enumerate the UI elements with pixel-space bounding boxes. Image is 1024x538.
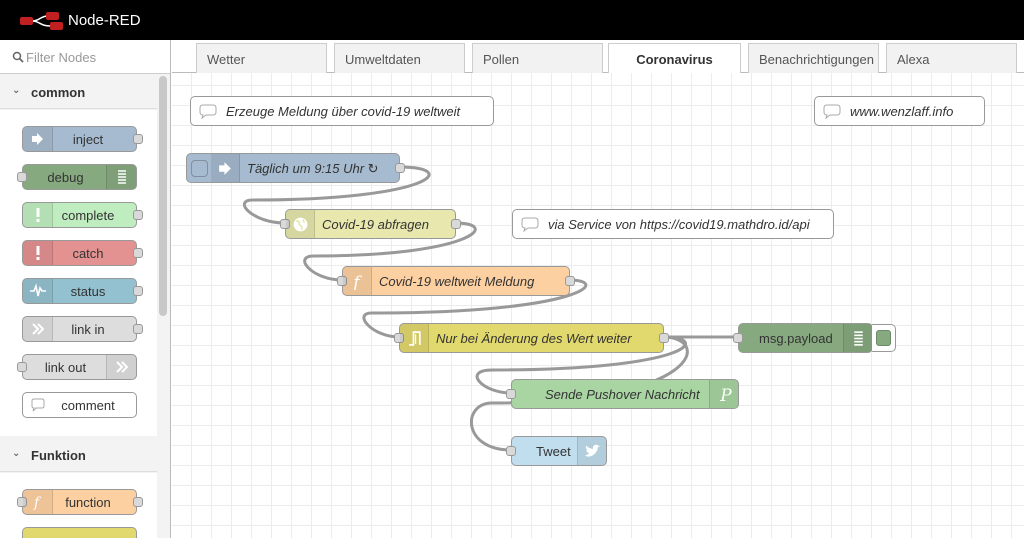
workspace-tabs: Wetter Umweltdaten Pollen Coronavirus Be… (172, 40, 1024, 74)
category-header-common[interactable]: ⌄ common (0, 75, 157, 109)
search-icon (12, 51, 24, 63)
svg-text:f: f (351, 273, 362, 290)
filter-nodes-input[interactable] (26, 47, 166, 67)
output-port[interactable] (133, 210, 143, 220)
flow-node-http-request[interactable]: Covid-19 abfragen (280, 209, 461, 239)
flow-workspace[interactable]: Erzeuge Meldung über covid-19 weltweit w… (172, 73, 1024, 538)
pushover-icon: P (709, 380, 738, 408)
palette-node-link-out[interactable]: link out (17, 354, 137, 380)
svg-text:f: f (33, 495, 42, 510)
palette-node-comment[interactable]: comment (22, 392, 137, 418)
palette-node-debug[interactable]: debug (17, 164, 137, 190)
debug-icon (843, 324, 872, 352)
palette-scrollbar[interactable] (159, 76, 167, 316)
globe-icon (286, 210, 315, 238)
tab-pollen[interactable]: Pollen (472, 43, 603, 73)
flow-node-debug[interactable]: msg.payload (733, 323, 873, 353)
tab-coronavirus[interactable]: Coronavirus (608, 43, 741, 74)
twitter-icon (577, 437, 606, 465)
inject-icon (211, 154, 240, 182)
input-port[interactable] (733, 333, 743, 343)
inject-icon (23, 127, 53, 151)
flow-wires (242, 165, 738, 452)
output-port[interactable] (451, 219, 461, 229)
palette-node-complete[interactable]: complete (22, 202, 143, 228)
input-port[interactable] (506, 389, 516, 399)
comment-icon (199, 104, 217, 119)
debug-icon (106, 165, 136, 189)
wire (475, 335, 688, 395)
comment-icon (823, 104, 841, 119)
header-bar: Node-RED (0, 0, 1024, 40)
svg-text:P: P (719, 386, 732, 403)
input-port[interactable] (337, 276, 347, 286)
debug-toggle-indicator (876, 330, 891, 346)
status-icon (23, 279, 53, 303)
output-port[interactable] (133, 324, 143, 334)
node-palette: ⌄ common inject debug complete (0, 40, 171, 538)
category-header-funktion[interactable]: ⌄ Funktion (0, 438, 157, 472)
app-title: Node-RED (68, 12, 141, 29)
comment-node[interactable]: Erzeuge Meldung über covid-19 weltweit (190, 96, 494, 126)
output-port[interactable] (133, 134, 143, 144)
palette-node-function[interactable]: f function (17, 489, 143, 515)
comment-node[interactable]: via Service von https://covid19.mathdro.… (512, 209, 834, 239)
tab-alexa[interactable]: Alexa (886, 43, 1017, 73)
chevron-down-icon: ⌄ (12, 448, 21, 459)
alert-icon (23, 241, 53, 265)
tab-benachrichtigungen[interactable]: Benachrichtigungen (748, 43, 879, 73)
alert-icon (23, 203, 53, 227)
input-port[interactable] (17, 497, 27, 507)
palette-node-catch[interactable]: catch (22, 240, 143, 266)
output-port[interactable] (565, 276, 575, 286)
link-in-icon (23, 317, 53, 341)
wire (303, 221, 477, 282)
chevron-down-icon: ⌄ (12, 85, 21, 96)
comment-node[interactable]: www.wenzlaff.info (814, 96, 985, 126)
palette-node-inject[interactable]: inject (22, 126, 143, 152)
function-icon: f (23, 490, 53, 514)
output-port[interactable] (133, 248, 143, 258)
debug-toggle-button[interactable] (872, 324, 896, 352)
node-red-logo-icon (20, 12, 63, 30)
input-port[interactable] (17, 362, 27, 372)
flow-node-inject[interactable]: Täglich um 9:15 Uhr ↻ (186, 153, 405, 183)
palette-filter (0, 40, 170, 74)
input-port[interactable] (394, 333, 404, 343)
wire (242, 165, 431, 225)
link-out-icon (106, 355, 136, 379)
wire (362, 278, 588, 339)
input-port[interactable] (506, 446, 516, 456)
output-port[interactable] (395, 163, 405, 173)
palette-node-link-in[interactable]: link in (22, 316, 143, 342)
function-icon: f (343, 267, 372, 295)
input-port[interactable] (17, 172, 27, 182)
comment-icon (23, 393, 53, 417)
flow-node-twitter[interactable]: Tweet (506, 436, 607, 466)
inject-trigger-button[interactable] (191, 160, 208, 177)
palette-node-next[interactable] (22, 527, 137, 538)
comment-icon (521, 217, 539, 232)
rbe-icon (400, 324, 429, 352)
input-port[interactable] (280, 219, 290, 229)
category-body-funktion: f function (0, 473, 157, 538)
output-port[interactable] (659, 333, 669, 343)
flow-node-pushover[interactable]: Sende Pushover Nachricht P (506, 379, 739, 409)
flow-node-rbe[interactable]: Nur bei Änderung des Wert weiter (394, 323, 669, 353)
category-body-common: inject debug complete catch (0, 110, 157, 436)
tab-umweltdaten[interactable]: Umweltdaten (334, 43, 465, 73)
tab-wetter[interactable]: Wetter (196, 43, 327, 73)
output-port[interactable] (133, 286, 143, 296)
flow-node-function[interactable]: f Covid-19 weltweit Meldung (337, 266, 575, 296)
palette-node-status[interactable]: status (22, 278, 143, 304)
output-port[interactable] (133, 497, 143, 507)
